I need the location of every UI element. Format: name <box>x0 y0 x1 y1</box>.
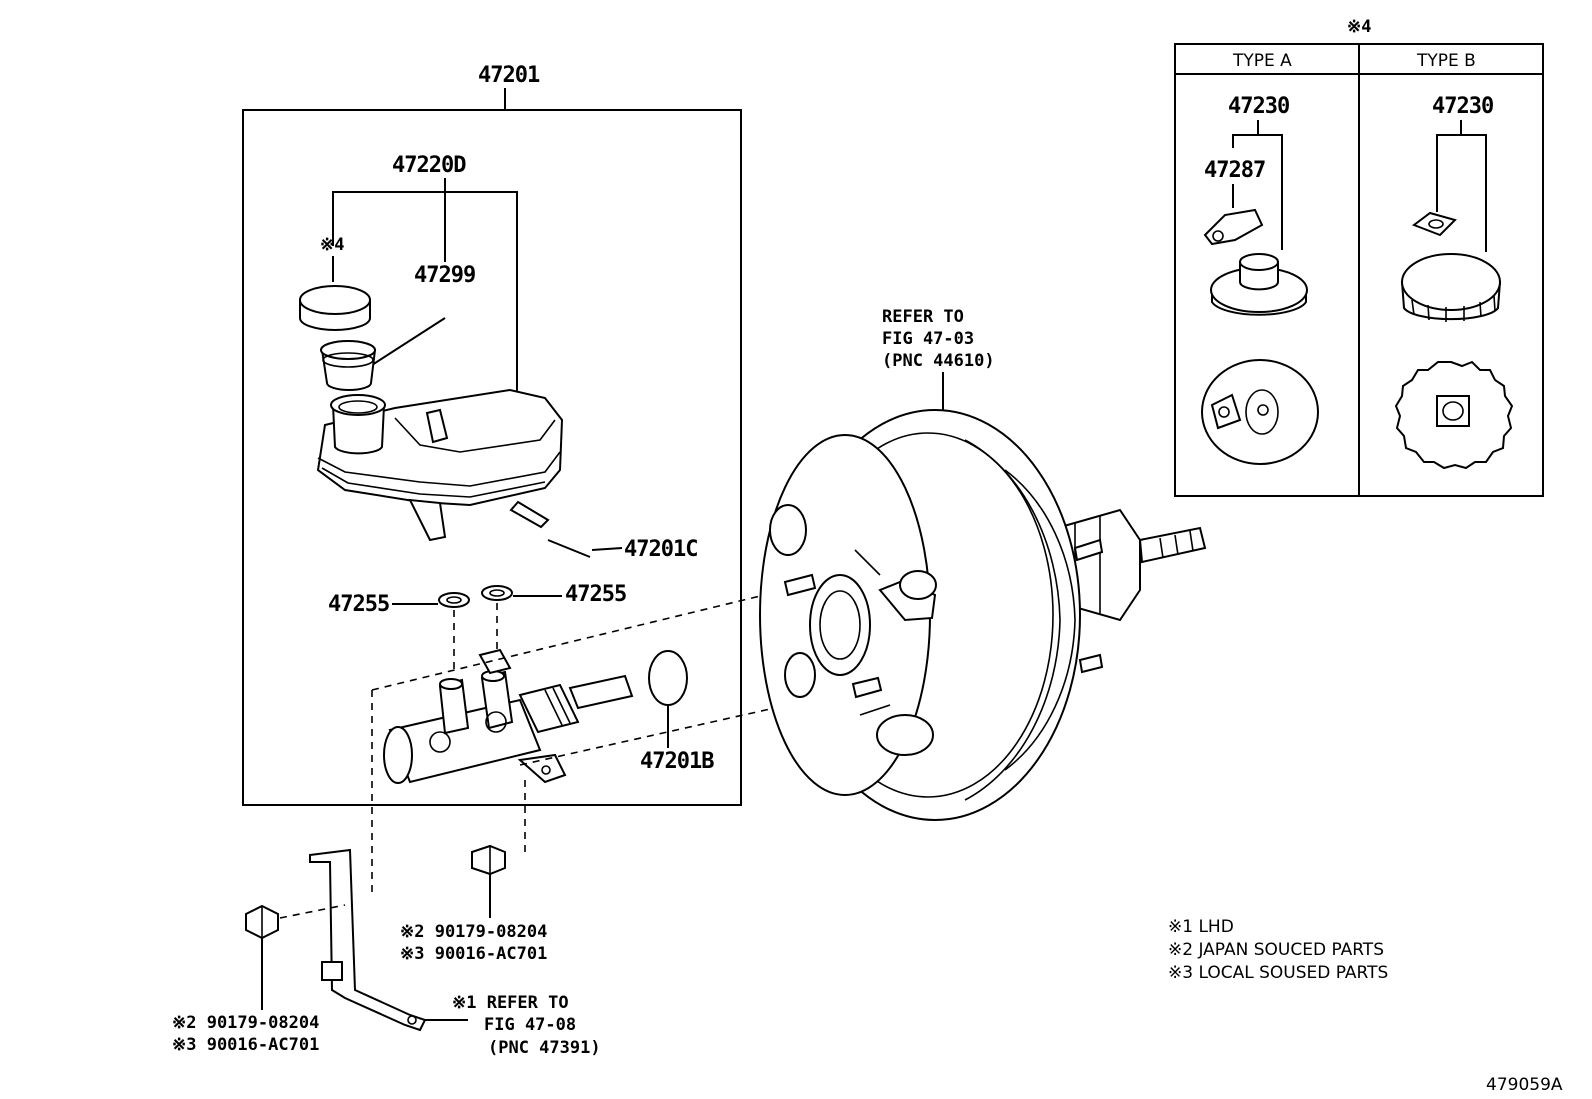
type-b-label-47230[interactable]: 47230 <box>1432 94 1494 119</box>
type-a-label-47287[interactable]: 47287 <box>1204 158 1266 183</box>
label-47299[interactable]: 47299 <box>414 263 476 288</box>
label-cap-note[interactable]: ※4 <box>320 235 344 255</box>
label-47201b[interactable]: 47201B <box>640 749 715 774</box>
reservoir-cap[interactable] <box>299 285 371 331</box>
master-cylinder[interactable] <box>383 648 634 784</box>
inset-type-b-header: TYPE B <box>1416 51 1476 71</box>
label-47220d[interactable]: 47220D <box>392 153 467 178</box>
type-b-bracket <box>1436 134 1487 252</box>
retaining-pin[interactable] <box>509 500 591 558</box>
inset-title: ※4 <box>1347 17 1371 37</box>
figure-id: 479059A <box>1486 1075 1563 1095</box>
legend-item-1: ※1 LHD <box>1168 917 1234 937</box>
leader-47201c <box>591 547 623 551</box>
dash-nut-left <box>279 904 346 919</box>
booster-refer-line2: FIG 47-03 <box>882 329 974 349</box>
bracket-refer-line3: (PNC 47391) <box>488 1038 601 1058</box>
reservoir-tank[interactable] <box>316 388 564 542</box>
type-b-cap[interactable] <box>1400 253 1502 322</box>
leader-47299 <box>371 317 446 366</box>
type-a-cap-bottom-view[interactable] <box>1201 359 1319 465</box>
type-a-gasket[interactable] <box>1203 208 1264 246</box>
label-47201c[interactable]: 47201C <box>624 537 698 562</box>
legend-item-3: ※3 LOCAL SOUSED PARTS <box>1168 963 1388 983</box>
type-b-gasket[interactable] <box>1411 211 1457 237</box>
nut-left-line1[interactable]: ※2 90179-08204 <box>172 1013 319 1033</box>
type-a-label-47230[interactable]: 47230 <box>1228 94 1290 119</box>
type-b-cap-bottom-view[interactable] <box>1394 360 1514 470</box>
assembly-box <box>242 109 742 806</box>
strainer[interactable] <box>320 340 377 391</box>
label-47201[interactable]: 47201 <box>478 63 541 88</box>
nut-center-line2[interactable]: ※3 90016-AC701 <box>400 944 547 964</box>
booster-refer-line1: REFER TO <box>882 307 964 327</box>
inset-type-a-header: TYPE A <box>1232 51 1292 71</box>
bracket-refer-line2: FIG 47-08 <box>484 1015 576 1035</box>
type-a-cap[interactable] <box>1210 253 1308 316</box>
dash-stud-upper <box>371 589 786 691</box>
grommet-left[interactable] <box>438 592 470 608</box>
nut-center[interactable] <box>471 844 506 876</box>
label-47255-left[interactable]: 47255 <box>328 592 390 617</box>
bracket-refer-line1: ※1 REFER TO <box>452 993 569 1013</box>
bracket-47220d <box>332 191 518 393</box>
nut-center-line1[interactable]: ※2 90179-08204 <box>400 922 547 942</box>
nut-left[interactable] <box>245 904 279 940</box>
brake-booster[interactable] <box>759 409 1207 821</box>
bracket[interactable] <box>309 848 427 1032</box>
booster-refer-line3: (PNC 44610) <box>882 351 995 371</box>
o-ring[interactable] <box>648 650 688 706</box>
label-47255-right[interactable]: 47255 <box>565 582 627 607</box>
grommet-right[interactable] <box>481 585 513 601</box>
nut-left-line2[interactable]: ※3 90016-AC701 <box>172 1035 319 1055</box>
legend-item-2: ※2 JAPAN SOUCED PARTS <box>1168 940 1384 960</box>
